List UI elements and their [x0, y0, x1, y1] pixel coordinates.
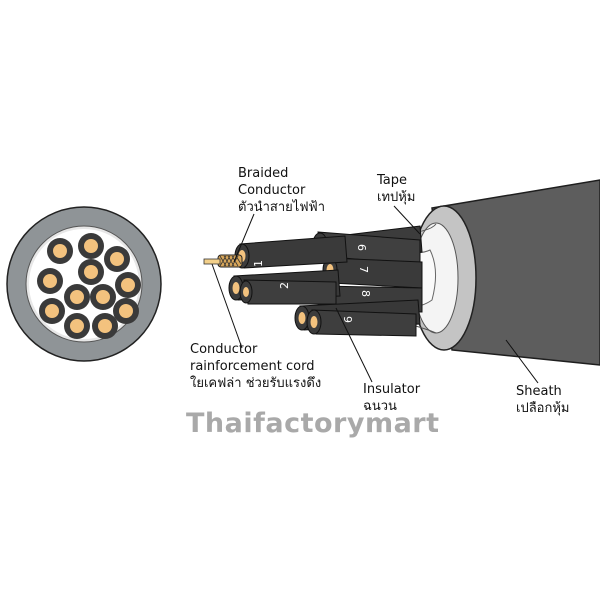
leader-reinforcement	[211, 263, 243, 349]
core	[64, 313, 90, 339]
leader-sheath	[505, 339, 539, 384]
core	[39, 298, 65, 324]
core	[90, 284, 116, 310]
label-text-thai: ใยเคฟล่า ช่วยรับแรงดึง	[190, 376, 322, 391]
label-text: Tape	[377, 173, 408, 188]
leader-insulator	[335, 307, 373, 383]
front-cores	[228, 235, 348, 305]
conductor-end	[310, 316, 318, 328]
core-tube	[311, 309, 417, 337]
reinforcement-cord	[203, 258, 221, 265]
braided-conductor-body	[217, 254, 243, 268]
core-number: 6	[355, 244, 368, 251]
cable-cross-section	[6, 206, 162, 362]
leader-braided	[233, 213, 255, 263]
label-text-thai: เปลือกหุ้ม	[516, 401, 570, 416]
label-insulator: Insulator ฉนวน	[363, 381, 420, 415]
label-tape: Tape เทปหุ้ม	[377, 172, 415, 206]
label-text: Insulator	[363, 382, 421, 397]
label-text: Conductor	[238, 183, 306, 198]
label-text: rainforcement cord	[190, 359, 315, 374]
core	[64, 284, 90, 310]
label-text: Braided	[238, 166, 289, 181]
leader-lines	[211, 205, 539, 384]
core	[104, 246, 130, 272]
label-braided-conductor: Braided Conductor ตัวนำสายไฟฟ้า	[238, 165, 325, 216]
core	[115, 272, 141, 298]
core-number: 9	[341, 316, 354, 323]
core-number: 1	[252, 260, 265, 267]
conductor-end	[232, 282, 240, 294]
braid-pattern	[219, 255, 242, 267]
core-number: 8	[359, 290, 372, 297]
core	[37, 268, 63, 294]
label-text: Conductor	[190, 342, 258, 357]
core	[47, 238, 73, 264]
core	[78, 233, 104, 259]
watermark-text: Thaifactorymart	[186, 408, 440, 439]
core-number: 2	[278, 282, 291, 289]
label-text-thai: ตัวนำสายไฟฟ้า	[238, 200, 326, 215]
cross-section-cores	[37, 233, 141, 339]
cable-cutaway: 1 2 6 7 8 9	[203, 179, 600, 384]
core-numbers: 1 2 6 7 8 9	[252, 244, 372, 323]
label-text-thai: ฉนวน	[363, 399, 397, 414]
conductor-end	[298, 312, 306, 324]
core	[92, 313, 118, 339]
label-text: Sheath	[516, 384, 562, 399]
core-number: 7	[357, 266, 370, 273]
label-text-thai: เทปหุ้ม	[377, 190, 416, 205]
label-reinforcement-cord: Conductor rainforcement cord ใยเคฟล่า ช่…	[190, 341, 321, 392]
leader-tape	[393, 205, 421, 235]
label-sheath: Sheath เปลือกหุ้ม	[516, 383, 569, 417]
core	[78, 259, 104, 285]
core	[113, 298, 139, 324]
conductor-end	[243, 287, 249, 297]
